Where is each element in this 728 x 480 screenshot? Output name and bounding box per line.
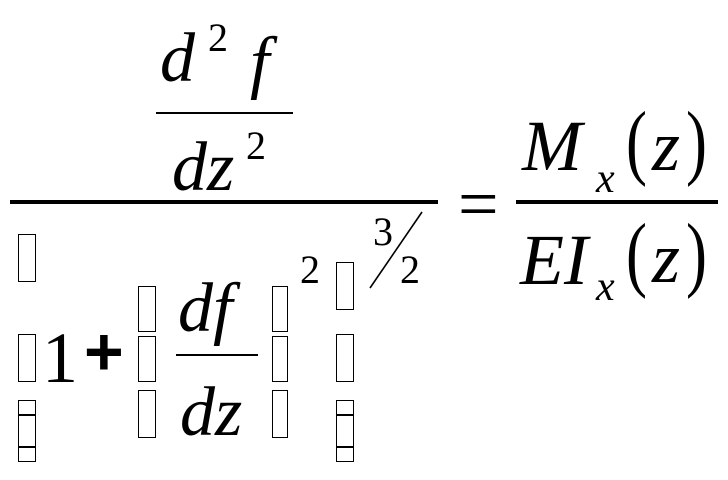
inner-left-bracket-top-glyph: [138, 286, 156, 332]
numerator-d: d: [160, 20, 195, 97]
derivative-fraction-bar: [176, 354, 258, 356]
rhs-denominator-subscript: x: [596, 264, 615, 310]
rhs-denominator-left-paren: (: [626, 207, 647, 300]
dz: dz: [180, 374, 243, 451]
rhs-numerator-z: z: [652, 106, 681, 186]
equals-sign: =: [458, 164, 499, 244]
rhs-numerator-right-paren: ): [686, 95, 707, 188]
inner-exponent: 2: [300, 247, 320, 292]
numerator-f: f: [250, 24, 270, 101]
left-bracket-bottom-glyph: [18, 400, 36, 462]
rhs-numerator-subscript: x: [596, 156, 615, 202]
left-bracket-top-glyph: [18, 234, 36, 282]
denominator-dz: dz: [172, 129, 235, 206]
right-bracket-middle-glyph: [336, 334, 354, 382]
outer-exponent-slash: [369, 211, 423, 289]
rhs-denominator-z: z: [652, 218, 681, 298]
numerator-exponent: 2: [208, 15, 228, 60]
right-bracket-bottom-divider-2: [336, 446, 354, 448]
rhs-numerator-left-paren: (: [626, 95, 647, 188]
right-bracket-bottom-glyph: [336, 400, 354, 462]
df: df: [178, 270, 233, 347]
main-fraction-bar: [10, 200, 438, 204]
right-bracket-bottom-divider: [336, 414, 354, 416]
inner-right-bracket-top-glyph: [272, 286, 288, 332]
left-bracket-bottom-divider-2: [18, 446, 36, 448]
inner-fraction-bar: [156, 112, 293, 114]
denominator-exponent: 2: [246, 123, 266, 168]
rhs-numerator-M: M: [522, 106, 582, 186]
inner-right-bracket-bottom-glyph: [272, 390, 288, 438]
left-bracket-bottom-divider: [18, 414, 36, 416]
outer-exponent-denominator: 2: [400, 247, 420, 292]
inner-right-bracket-middle-glyph: [272, 336, 288, 382]
rhs-denominator-EI: EI: [520, 220, 588, 300]
inner-left-bracket-bottom-glyph: [138, 390, 156, 438]
outer-exponent-numerator: 3: [373, 209, 393, 254]
right-bracket-top-glyph: [336, 262, 354, 310]
inner-left-bracket-middle-glyph: [138, 336, 156, 382]
one: 1: [42, 318, 78, 398]
rhs-fraction-bar: [516, 200, 718, 204]
rhs-denominator-right-paren: ): [686, 207, 707, 300]
plus-sign: +: [84, 314, 124, 390]
left-bracket-middle-glyph: [18, 334, 36, 382]
